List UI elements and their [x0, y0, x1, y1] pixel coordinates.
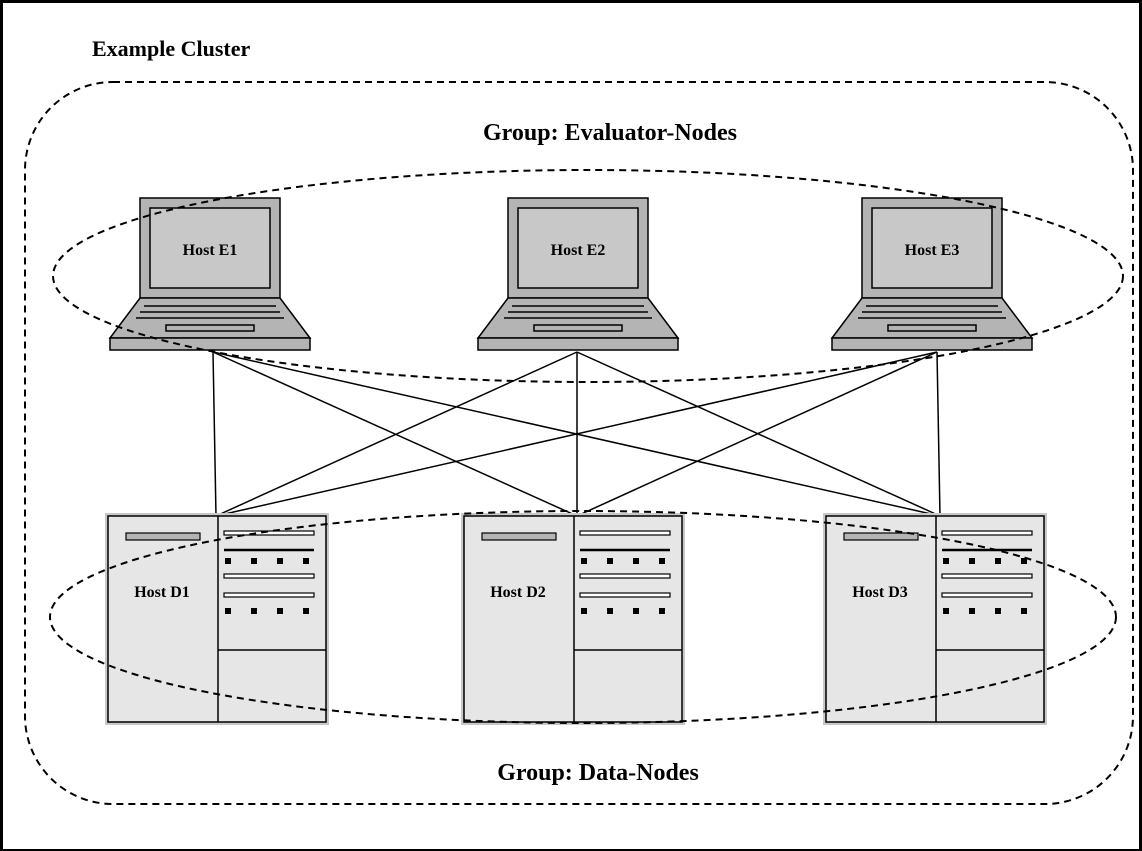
cluster-boundary — [24, 81, 1134, 805]
evaluator-group-label: Group: Evaluator-Nodes — [483, 120, 737, 146]
evaluator-group-boundary — [52, 169, 1124, 383]
host-label: Host D3 — [852, 584, 908, 601]
connection-line — [215, 351, 578, 517]
laptop-icon: Host E3 — [830, 197, 1034, 351]
host-label: Host D2 — [490, 584, 546, 601]
host-label: Host D1 — [134, 584, 190, 601]
host-label: Host E2 — [551, 242, 606, 259]
connection-line — [212, 351, 217, 517]
host-label: Host E1 — [183, 242, 238, 259]
laptop-icon: Host E2 — [476, 197, 680, 351]
data-hosts: Host D1 Host D2 Host D3 — [105, 513, 1047, 725]
server-icon: Host D2 — [461, 513, 685, 725]
laptop-icon: Host E1 — [108, 197, 312, 351]
connection-line — [936, 351, 941, 517]
connection-line — [576, 351, 938, 517]
connection-lines — [212, 351, 941, 517]
server-icon: Host D1 — [105, 513, 329, 725]
evaluator-hosts: Host E1 Host E2 Host E3 — [108, 197, 1034, 351]
cluster-title: Example Cluster — [92, 36, 251, 61]
server-icon: Host D3 — [823, 513, 1047, 725]
connection-line — [215, 351, 938, 517]
data-group-boundary — [49, 510, 1117, 724]
host-label: Host E3 — [905, 242, 960, 259]
data-group-label: Group: Data-Nodes — [497, 760, 699, 786]
